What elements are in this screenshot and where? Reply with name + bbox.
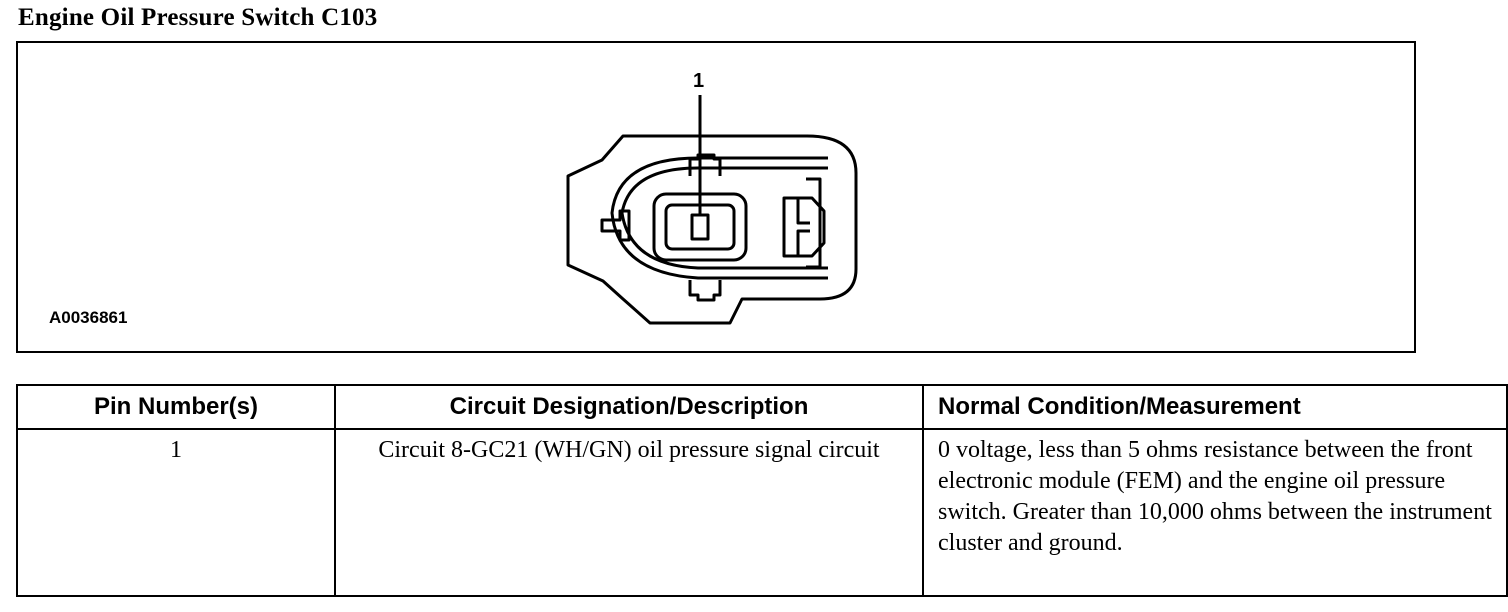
figure-id-label: A0036861 [49, 308, 128, 327]
connector-face-view-icon [566, 95, 858, 325]
page-title: Engine Oil Pressure Switch C103 [18, 4, 378, 31]
table-row: 1 Circuit 8-GC21 (WH/GN) oil pressure si… [16, 428, 1508, 597]
pin-table: Pin Number(s) Circuit Designation/Descri… [16, 384, 1508, 597]
connector-figure: 1 A0036861 [16, 41, 1416, 353]
pin-1-callout: 1 [693, 70, 705, 92]
cell-normal-condition: 0 voltage, less than 5 ohms resistance b… [922, 428, 1508, 597]
header-pin-number: Pin Number(s) [16, 384, 336, 430]
table-header-row: Pin Number(s) Circuit Designation/Descri… [16, 384, 1508, 430]
cell-circuit-designation: Circuit 8-GC21 (WH/GN) oil pressure sign… [334, 428, 924, 597]
header-circuit-designation: Circuit Designation/Description [334, 384, 924, 430]
cell-pin-number: 1 [16, 428, 336, 597]
header-normal-condition: Normal Condition/Measurement [922, 384, 1508, 430]
